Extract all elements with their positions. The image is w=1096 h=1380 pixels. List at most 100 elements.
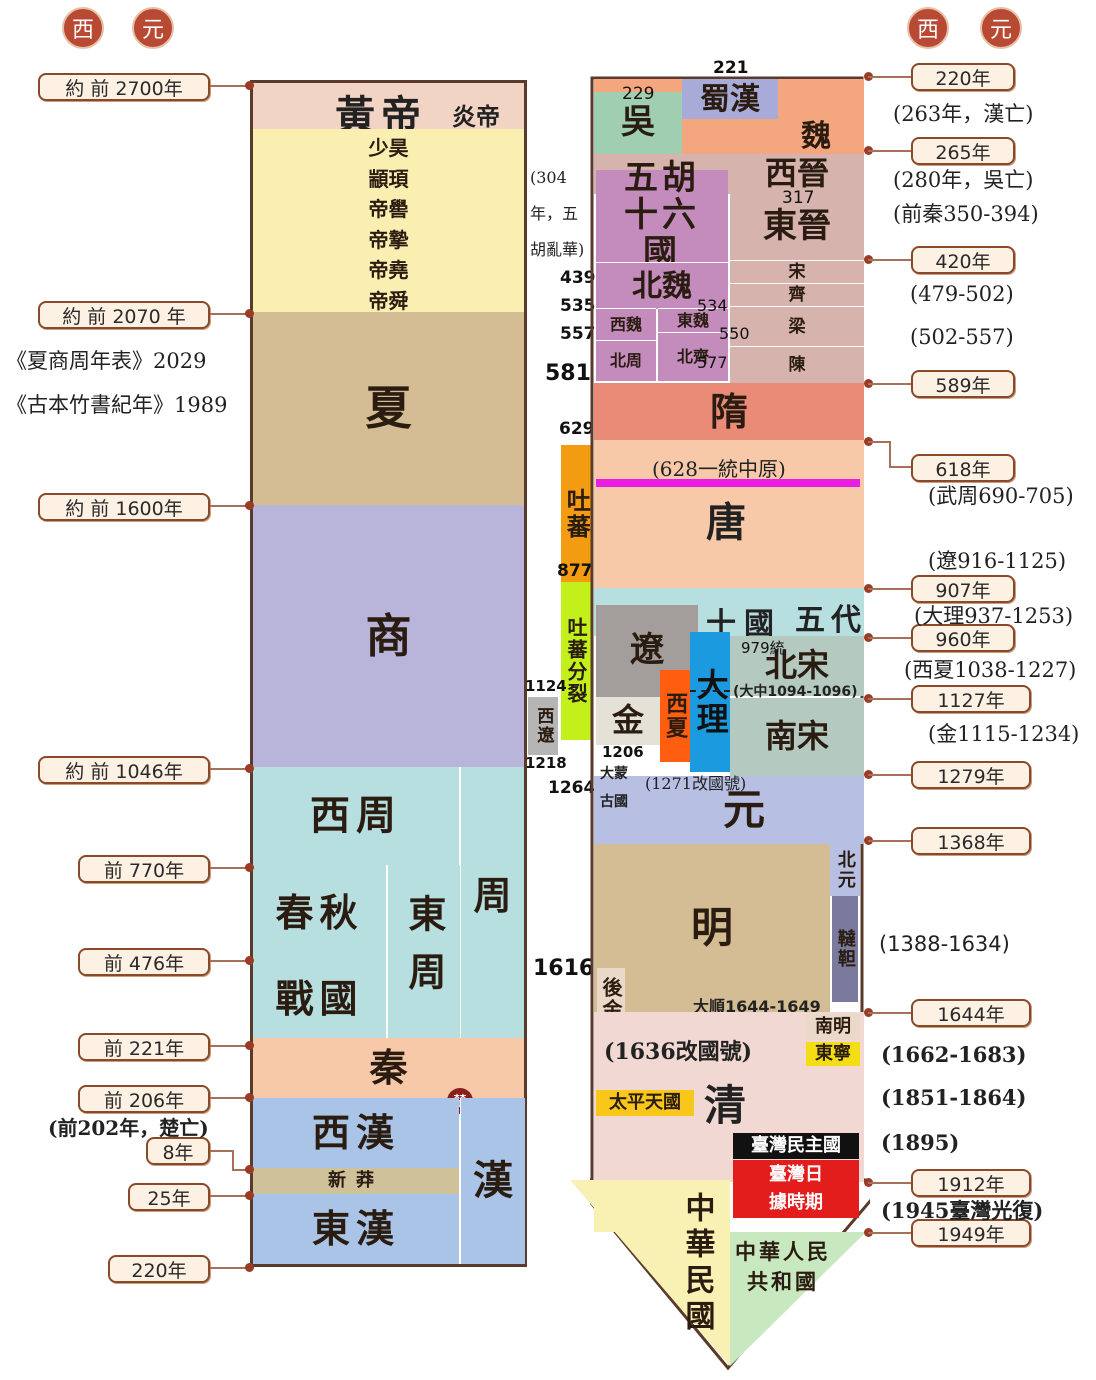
num-1206: 1206 [602,743,644,761]
block-beizhou: 北周 [596,340,656,381]
dot-1046 [245,764,254,773]
yuan-badge-left: 元 [132,7,174,49]
tick-25 [210,1195,252,1197]
num-535: 535 [560,296,596,316]
num-1218: 1218 [525,754,567,772]
block-prc: 中華人民共和國 [735,1239,831,1294]
block-xiliao: 西遼 [528,697,558,755]
pill-1600: 約 前 1600年 [38,493,210,521]
num-439: 439 [560,268,596,288]
tick-1279 [868,774,912,776]
block-taiwan-rj: 臺灣日據時期 [733,1160,859,1218]
tick-476 [210,960,252,962]
block-xixia: 西夏 [660,670,690,762]
tick-1127 [868,698,912,700]
tick-1046 [210,768,252,770]
xi-badge-right: 西 [907,7,949,49]
num-557: 557 [560,324,596,344]
tick-2700 [210,85,252,87]
pill-1912: 1912年 [911,1169,1031,1197]
tick-618-a [868,441,890,443]
pill-1644: 1644年 [911,999,1031,1027]
tongyi-note: (628一統中原) [652,457,786,481]
pill-220-left: 220年 [108,1255,210,1283]
tick-618-v [889,441,891,467]
block-taiwan-mz: 臺灣民主國 [733,1133,859,1159]
pill-8: 8年 [146,1137,210,1165]
wudi-3: 帝嚳 [368,197,409,221]
tongyi-bar [596,479,860,487]
block-huangdi [253,83,524,129]
tick-907 [868,588,912,590]
pill-420: 420年 [911,246,1015,274]
block-wudi: 少昊 顓頊 帝嚳 帝摯 帝堯 帝舜 [253,129,524,316]
block-taiping: 太平天國 [596,1090,694,1116]
xi-badge-left: 西 [62,7,104,49]
pill-1279: 1279年 [911,761,1031,789]
arrow-fill [570,1180,866,1366]
pill-770: 前 770年 [78,855,210,883]
num-221-right: 221 [713,58,749,78]
dot-476 [245,956,254,965]
note-dali: (大理937-1253) [914,604,1074,628]
tick-1368 [868,840,912,842]
tick-220-left [210,1267,252,1269]
dot-2070 [245,309,254,318]
dashun-note: 大順1644-1649 [693,997,821,1016]
tick-960 [868,637,912,639]
tick-2070 [210,313,252,315]
block-chen: 陳 [730,346,864,384]
block-yuan: 元 [594,776,864,844]
block-sui: 隋 [594,383,864,440]
block-liang: 梁 [730,306,864,347]
left-timeline-column [250,80,527,1267]
pill-265: 265年 [911,137,1015,165]
pill-960: 960年 [911,624,1015,652]
qing-label: 清 [704,1081,747,1130]
block-xia: 夏 [253,312,524,505]
block-xihan: 西漢 [253,1098,459,1168]
pill-1949: 1949年 [911,1219,1031,1247]
note-xia-b: 《古本竹書紀年》1989 [6,393,228,417]
note-xixia: (西夏1038-1227) [904,658,1077,682]
pill-220-right: 220年 [911,63,1015,91]
block-donghan: 東漢 [253,1194,459,1264]
pill-221bc: 前 221年 [78,1033,210,1061]
tick-1912 [868,1182,912,1184]
block-dali: 大理 [690,632,730,772]
pill-618: 618年 [911,454,1015,482]
block-wei: 魏 [682,119,864,154]
note-han-end: (263年，漢亡) [893,102,1034,126]
note-guangfu: (1945臺灣光復) [881,1198,1044,1223]
note-wu-end: (280年，吳亡) [893,168,1034,192]
tick-1644 [868,1012,912,1014]
note-wuzhou: (武周690-705) [928,484,1074,508]
dali-dash [690,690,730,692]
num-229: 229 [622,84,655,104]
note-liang: (502-557) [910,325,1014,349]
note-taiping: (1851-1864) [881,1085,1027,1110]
dot-2700 [245,81,254,90]
block-han: 漢 [460,1098,525,1264]
menggu-label: 大蒙古國 [600,766,628,810]
note-dongning: (1662-1683) [881,1042,1027,1067]
num-317: 317 [782,188,815,208]
pill-589: 589年 [911,370,1015,398]
note-wuhu: (304年，五胡亂華) [530,168,585,259]
tick-8-v [232,1150,234,1170]
tick-770 [210,867,252,869]
wudai-label: 五代 [795,603,867,638]
block-chunqiu: 春秋 [253,865,386,961]
block-qi: 齊 [730,283,864,307]
block-tang [594,440,864,588]
block-tubo-split: 吐蕃分裂 [561,582,591,740]
block-zhou: 周 [460,767,524,1038]
block-shuhan: 蜀漢 [682,79,778,119]
pill-1368: 1368年 [911,827,1031,855]
wudi-2: 顓頊 [368,166,409,191]
note-jin: (金1115-1234) [928,722,1080,746]
tick-8 [210,1150,234,1152]
pill-907: 907年 [911,575,1015,603]
block-ming: 明 [594,844,830,1012]
block-xiwei: 西魏 [596,308,656,341]
